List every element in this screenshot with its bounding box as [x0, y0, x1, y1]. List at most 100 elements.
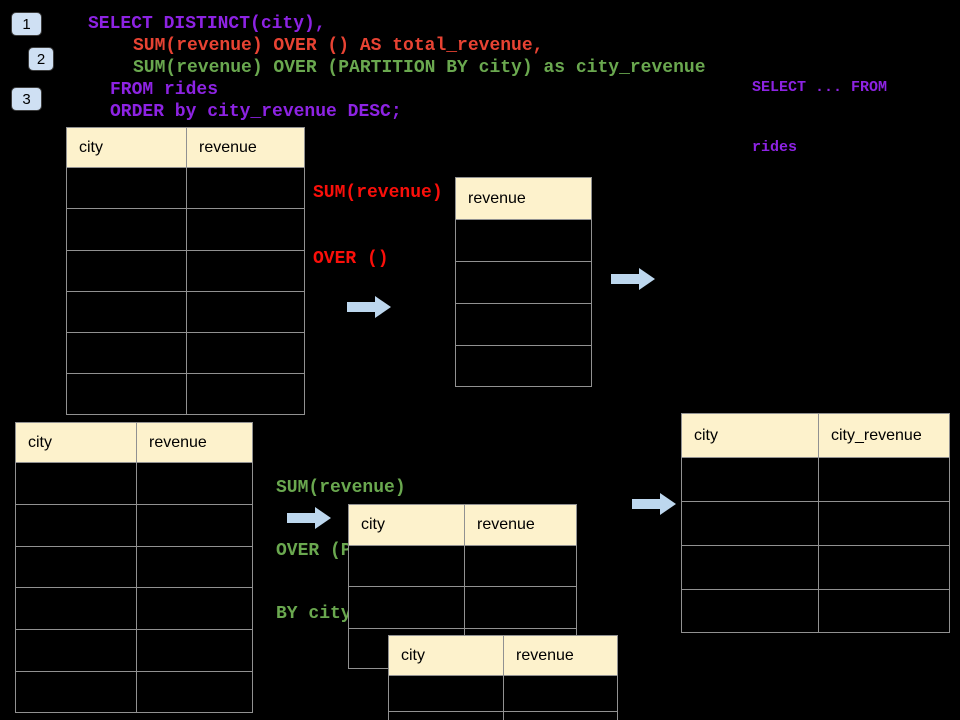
table-row	[67, 209, 304, 251]
table-cell	[186, 333, 304, 374]
table-cell	[16, 672, 136, 712]
column-header: city	[694, 426, 718, 444]
column-header: city	[361, 516, 385, 533]
sql-line-city-revenue: SUM(revenue) OVER (PARTITION BY city) as…	[133, 58, 706, 78]
table-cell	[682, 502, 818, 545]
table-row	[389, 676, 617, 712]
table-cell	[818, 546, 949, 589]
table-cell	[16, 463, 136, 504]
table-cell	[682, 546, 818, 589]
table-header-row: city revenue	[349, 505, 576, 546]
table-cell	[16, 547, 136, 588]
step-badge-label: 3	[22, 90, 31, 108]
table-total-revenue-result: revenue	[455, 177, 592, 387]
table-cell	[456, 220, 591, 261]
table-header-row: city revenue	[16, 423, 252, 463]
table-cell	[464, 546, 576, 587]
column-header: city	[28, 433, 52, 451]
table-cell	[186, 250, 304, 291]
table-cell	[67, 333, 186, 373]
table-cell	[186, 209, 304, 250]
table-cell	[186, 374, 304, 414]
table-row	[682, 546, 949, 590]
table-cell	[818, 502, 949, 545]
arrow-right-icon	[287, 506, 332, 530]
table-header-row: revenue	[456, 178, 591, 220]
table-cell	[16, 630, 136, 671]
table-cell	[818, 590, 949, 632]
table-row	[67, 250, 304, 292]
table-cell	[136, 671, 252, 712]
table-row	[682, 458, 949, 502]
table-cell	[136, 504, 252, 546]
table-header-row: city city_revenue	[682, 414, 949, 458]
step-badge-1: 1	[11, 12, 42, 36]
table-row	[16, 463, 252, 505]
table-row	[349, 587, 576, 629]
column-header: city_revenue	[818, 414, 949, 457]
sql-line-select: SELECT DISTINCT(city),	[88, 14, 326, 34]
step-badge-2: 2	[28, 47, 54, 71]
table-city-revenue-result: city city_revenue	[681, 413, 950, 633]
table-cell	[389, 712, 503, 720]
arrow-right-icon	[611, 267, 656, 291]
side-snippet-line1: SELECT ... FROM	[752, 79, 888, 96]
table-cell	[67, 209, 186, 249]
label-total-window-line2: OVER ()	[313, 249, 389, 269]
column-header: revenue	[464, 505, 576, 545]
table-cell	[389, 676, 503, 711]
table-row	[67, 333, 304, 375]
table-cell	[16, 588, 136, 629]
table-cell	[503, 712, 617, 720]
table-row	[456, 304, 591, 346]
table-cell	[67, 292, 186, 332]
column-header: revenue	[186, 128, 304, 167]
table-row	[16, 671, 252, 712]
table-cell	[682, 590, 818, 632]
table-cell	[67, 374, 186, 414]
table-row	[456, 346, 591, 386]
table-row	[456, 262, 591, 304]
table-row	[682, 590, 949, 632]
table-cell	[456, 304, 591, 345]
table-row	[16, 546, 252, 589]
table-cell	[682, 458, 818, 501]
table-cell	[456, 262, 591, 303]
step-badge-label: 1	[22, 15, 31, 33]
table-cell	[349, 587, 464, 627]
table-row	[16, 630, 252, 672]
column-header: revenue	[503, 636, 617, 675]
sql-line-total-revenue: SUM(revenue) OVER () AS total_revenue,	[133, 36, 544, 56]
table-cell	[503, 676, 617, 711]
sql-line-order-by: ORDER by city_revenue DESC;	[110, 102, 402, 122]
step-badge-label: 2	[36, 50, 46, 68]
label-total-window-line1: SUM(revenue)	[313, 183, 443, 203]
table-cell	[186, 291, 304, 333]
step-badge-3: 3	[11, 87, 42, 111]
table-cell	[186, 168, 304, 209]
table-row	[389, 712, 617, 720]
table-row	[67, 291, 304, 334]
table-cell	[464, 587, 576, 628]
table-cell	[136, 546, 252, 588]
table-row	[456, 220, 591, 262]
table-row	[16, 588, 252, 631]
column-header: revenue	[136, 423, 252, 462]
table-row	[67, 168, 304, 210]
table-cell	[67, 251, 186, 291]
table-cell	[136, 463, 252, 504]
sql-line-from: FROM rides	[110, 80, 219, 100]
table-cell	[456, 346, 591, 386]
table-row	[682, 502, 949, 546]
side-snippet: SELECT ... FROM rides	[752, 38, 887, 198]
table-source-bottom: city revenue	[15, 422, 253, 713]
table-cell	[67, 168, 186, 208]
side-snippet-line2: rides	[752, 139, 798, 156]
table-cell	[136, 588, 252, 630]
label-partition-window-line1: SUM(revenue)	[276, 478, 406, 498]
arrow-right-icon	[347, 295, 392, 319]
table-cell	[16, 505, 136, 546]
